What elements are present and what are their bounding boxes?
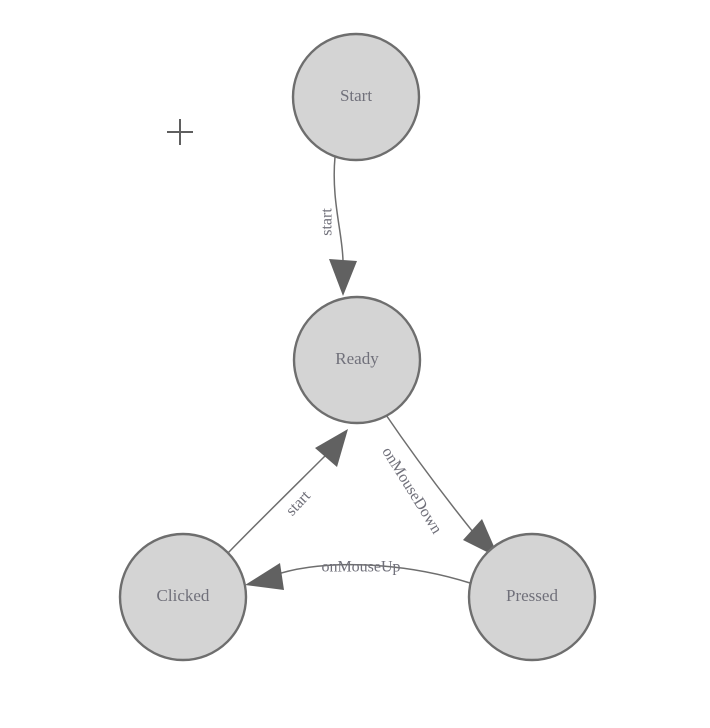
edge-pressed-to-clicked[interactable]: onMouseUp — [245, 559, 471, 590]
edge-clicked-to-ready[interactable]: start — [227, 429, 348, 554]
edge-label-start: start — [319, 208, 336, 236]
edge-path — [271, 563, 471, 584]
node-start[interactable]: Start — [291, 32, 421, 162]
node-ready[interactable]: Ready — [292, 295, 422, 425]
node-circle[interactable] — [118, 532, 248, 662]
node-label: Pressed — [506, 586, 558, 605]
node-label: Ready — [335, 349, 379, 368]
node-circle[interactable] — [467, 532, 597, 662]
arrowhead-icon — [245, 563, 284, 590]
node-clicked[interactable]: Clicked — [118, 532, 248, 662]
arrowhead-icon — [329, 259, 357, 296]
edge-label-onmouseup: onMouseUp — [321, 559, 400, 576]
node-label: Start — [340, 86, 372, 105]
edge-ready-to-pressed[interactable]: onMouseDown — [378, 411, 499, 558]
edge-start-to-ready[interactable]: start — [319, 156, 357, 296]
edge-path — [333, 156, 344, 263]
node-circle[interactable] — [291, 32, 421, 162]
node-label: Clicked — [157, 586, 210, 605]
edge-path — [227, 451, 330, 554]
node-pressed[interactable]: Pressed — [467, 532, 597, 662]
arrowhead-icon — [463, 519, 499, 558]
edge-label-onmousedown: onMouseDown — [378, 444, 445, 537]
crosshair-icon — [167, 119, 193, 145]
node-circle[interactable] — [292, 295, 422, 425]
arrowhead-icon — [315, 429, 348, 467]
edge-path — [383, 411, 478, 538]
edge-label-start-2: start — [283, 487, 315, 519]
